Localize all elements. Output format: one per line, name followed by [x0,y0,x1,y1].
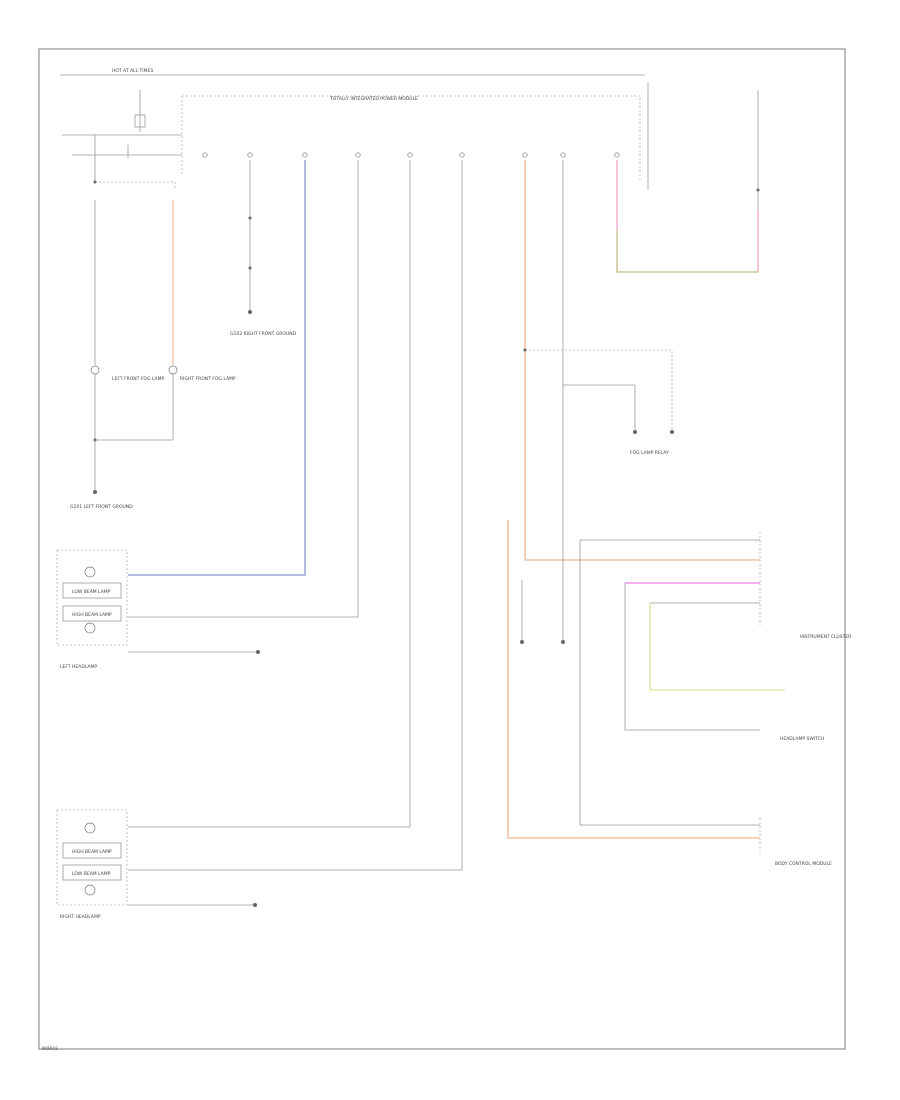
svg-text:LOW BEAM LAMP: LOW BEAM LAMP [72,871,111,877]
svg-text:G101 LEFT FRONT GROUND: G101 LEFT FRONT GROUND [70,504,133,510]
svg-text:HOT AT ALL TIMES: HOT AT ALL TIMES [112,68,153,74]
svg-text:FOG LAMP RELAY: FOG LAMP RELAY [630,450,669,456]
left-headlamp: LOW BEAM LAMP HIGH BEAM LAMP LEFT HEADLA… [56,549,260,670]
bcm-connector: BODY CONTROL MODULE [579,540,832,867]
diagram-frame [38,48,846,1050]
svg-text:W0042: W0042 [42,1046,58,1052]
blue-wire [128,160,306,576]
fog-relay-wiring: FOG LAMP RELAY [520,160,674,644]
svg-text:LOW BEAM LAMP: LOW BEAM LAMP [72,589,111,595]
tipm-box: TOTALLY INTEGRATED POWER MODULE [181,82,649,190]
right-headlamp: HIGH BEAM LAMP LOW BEAM LAMP RIGHT HEADL… [56,809,257,920]
svg-text:HEADLAMP SWITCH: HEADLAMP SWITCH [780,736,824,742]
fuse-relay-group [62,90,182,190]
tipm-ground-wire: G102 RIGHT FRONT GROUND [230,160,297,337]
svg-text:LEFT FRONT FOG LAMP: LEFT FRONT FOG LAMP [112,376,164,382]
svg-text:RIGHT FRONT FOG LAMP: RIGHT FRONT FOG LAMP [180,376,236,382]
orange-wire [507,160,760,839]
svg-text:HIGH BEAM LAMP: HIGH BEAM LAMP [72,849,112,855]
pink-wires [616,90,760,273]
svg-text:HIGH BEAM LAMP: HIGH BEAM LAMP [72,612,112,618]
svg-text:TOTALLY INTEGRATED POWER MODUL: TOTALLY INTEGRATED POWER MODULE [329,96,418,102]
svg-text:BODY CONTROL MODULE: BODY CONTROL MODULE [775,861,832,867]
headlamp-switch: HEADLAMP SWITCH INSTRUMENT CLUSTER [580,532,851,742]
fog-lamp-wiring: LEFT FRONT FOG LAMP RIGHT FRONT FOG LAMP… [70,200,236,510]
svg-text:G102 RIGHT FRONT GROUND: G102 RIGHT FRONT GROUND [230,331,297,337]
svg-text:INSTRUMENT CLUSTER: INSTRUMENT CLUSTER [800,634,851,640]
hot-at-all-times-bar: HOT AT ALL TIMES [60,68,645,76]
tipm-output-wires [128,160,463,871]
tipm-pins [202,152,620,158]
svg-text:LEFT HEADLAMP: LEFT HEADLAMP [60,664,97,670]
svg-text:RIGHT HEADLAMP: RIGHT HEADLAMP [60,914,101,920]
